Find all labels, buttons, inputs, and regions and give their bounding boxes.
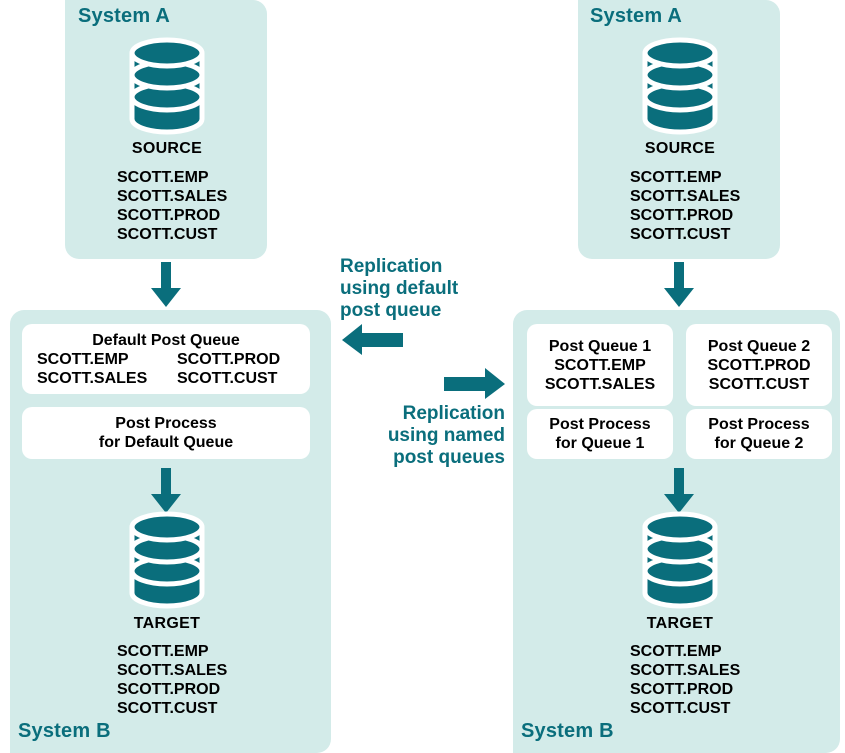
post-queue-2-title: Post Queue 2 — [707, 337, 811, 355]
table-name: SCOTT.SALES — [630, 662, 741, 679]
left-source-to-queue-down-arrow-icon — [150, 262, 182, 308]
post-queue-2-box: Post Queue 2 SCOTT.PROD SCOTT.CUST — [686, 324, 832, 406]
default-post-queue-column-left: SCOTT.EMP SCOTT.SALES — [37, 350, 159, 388]
table-name: SCOTT.CUST — [630, 226, 731, 243]
table-name: SCOTT.CUST — [177, 369, 278, 387]
default-post-process-line1: Post Process — [115, 415, 217, 432]
table-name: SCOTT.SALES — [117, 188, 228, 205]
replication-named-label: Replication using named post queues — [340, 403, 505, 469]
right-source-table-list: SCOTT.EMP SCOTT.SALES SCOTT.PROD SCOTT.C… — [630, 168, 740, 244]
right-source-to-queue-down-arrow-icon — [663, 262, 695, 308]
replication-default-left-arrow-icon — [342, 324, 404, 356]
table-name: SCOTT.PROD — [630, 681, 734, 698]
left-target-table-list: SCOTT.EMP SCOTT.SALES SCOTT.PROD SCOTT.C… — [117, 642, 227, 718]
table-name: SCOTT.SALES — [630, 188, 741, 205]
right-system-b-label: System B — [521, 720, 614, 742]
default-post-process-box: Post Process for Default Queue — [22, 407, 310, 459]
left-source-caption: SOURCE — [131, 140, 203, 157]
right-source-database-cylinder-icon — [638, 35, 722, 137]
table-name: SCOTT.EMP — [37, 350, 129, 368]
table-name: SCOTT.EMP — [117, 169, 209, 186]
post-process-queue-1-line1: Post Process — [549, 416, 651, 433]
right-queue-to-target-down-arrow-icon — [663, 468, 695, 514]
left-queue-to-target-down-arrow-icon — [150, 468, 182, 514]
post-process-queue-2-box: Post Process for Queue 2 — [686, 409, 832, 459]
post-queue-1-title: Post Queue 1 — [548, 337, 652, 355]
table-name: SCOTT.EMP — [630, 643, 722, 660]
table-name: SCOTT.PROD — [117, 681, 221, 698]
left-source-table-list: SCOTT.EMP SCOTT.SALES SCOTT.PROD SCOTT.C… — [117, 168, 227, 244]
replication-named-label-line3: post queues — [393, 447, 505, 468]
table-name: SCOTT.CUST — [117, 700, 218, 717]
post-process-queue-1-line2: for Queue 1 — [555, 435, 645, 452]
table-name: SCOTT.EMP — [630, 169, 722, 186]
table-name: SCOTT.SALES — [37, 369, 148, 387]
default-post-queue-title: Default Post Queue — [92, 331, 240, 349]
default-post-queue-box: Default Post Queue SCOTT.EMP SCOTT.SALES… — [22, 324, 310, 394]
replication-default-label-line3: post queue — [340, 300, 442, 321]
default-post-queue-columns: SCOTT.EMP SCOTT.SALES SCOTT.PROD SCOTT.C… — [37, 350, 295, 388]
table-name: SCOTT.PROD — [177, 350, 281, 368]
replication-named-label-line2: using named — [387, 425, 505, 446]
table-name: SCOTT.SALES — [117, 662, 228, 679]
post-queue-1-box: Post Queue 1 SCOTT.EMP SCOTT.SALES — [527, 324, 673, 406]
table-name: SCOTT.EMP — [554, 356, 646, 374]
replication-named-label-line1: Replication — [402, 403, 505, 424]
post-process-queue-1-box: Post Process for Queue 1 — [527, 409, 673, 459]
left-target-database-cylinder-icon — [125, 509, 209, 611]
left-system-b-label: System B — [18, 720, 111, 742]
table-name: SCOTT.CUST — [708, 375, 810, 393]
default-post-queue-column-right: SCOTT.PROD SCOTT.CUST — [177, 350, 295, 388]
table-name: SCOTT.PROD — [707, 356, 811, 374]
post-process-queue-2-line2: for Queue 2 — [714, 435, 804, 452]
table-name: SCOTT.SALES — [544, 375, 656, 393]
table-name: SCOTT.PROD — [117, 207, 221, 224]
left-source-database-cylinder-icon — [125, 35, 209, 137]
replication-named-right-arrow-icon — [443, 368, 505, 400]
right-target-database-cylinder-icon — [638, 509, 722, 611]
right-system-a-label: System A — [590, 5, 683, 27]
replication-default-label-line2: using default — [340, 278, 459, 299]
post-process-queue-2-line1: Post Process — [708, 416, 810, 433]
table-name: SCOTT.CUST — [630, 700, 731, 717]
table-name: SCOTT.EMP — [117, 643, 209, 660]
table-name: SCOTT.PROD — [630, 207, 734, 224]
left-system-a-label: System A — [78, 5, 171, 27]
default-post-process-line2: for Default Queue — [98, 434, 234, 451]
left-target-caption: TARGET — [133, 615, 201, 632]
right-target-table-list: SCOTT.EMP SCOTT.SALES SCOTT.PROD SCOTT.C… — [630, 642, 740, 718]
right-target-caption: TARGET — [646, 615, 714, 632]
replication-default-label: Replication using default post queue — [340, 256, 458, 322]
table-name: SCOTT.CUST — [117, 226, 218, 243]
right-source-caption: SOURCE — [644, 140, 716, 157]
replication-default-label-line1: Replication — [340, 256, 443, 277]
